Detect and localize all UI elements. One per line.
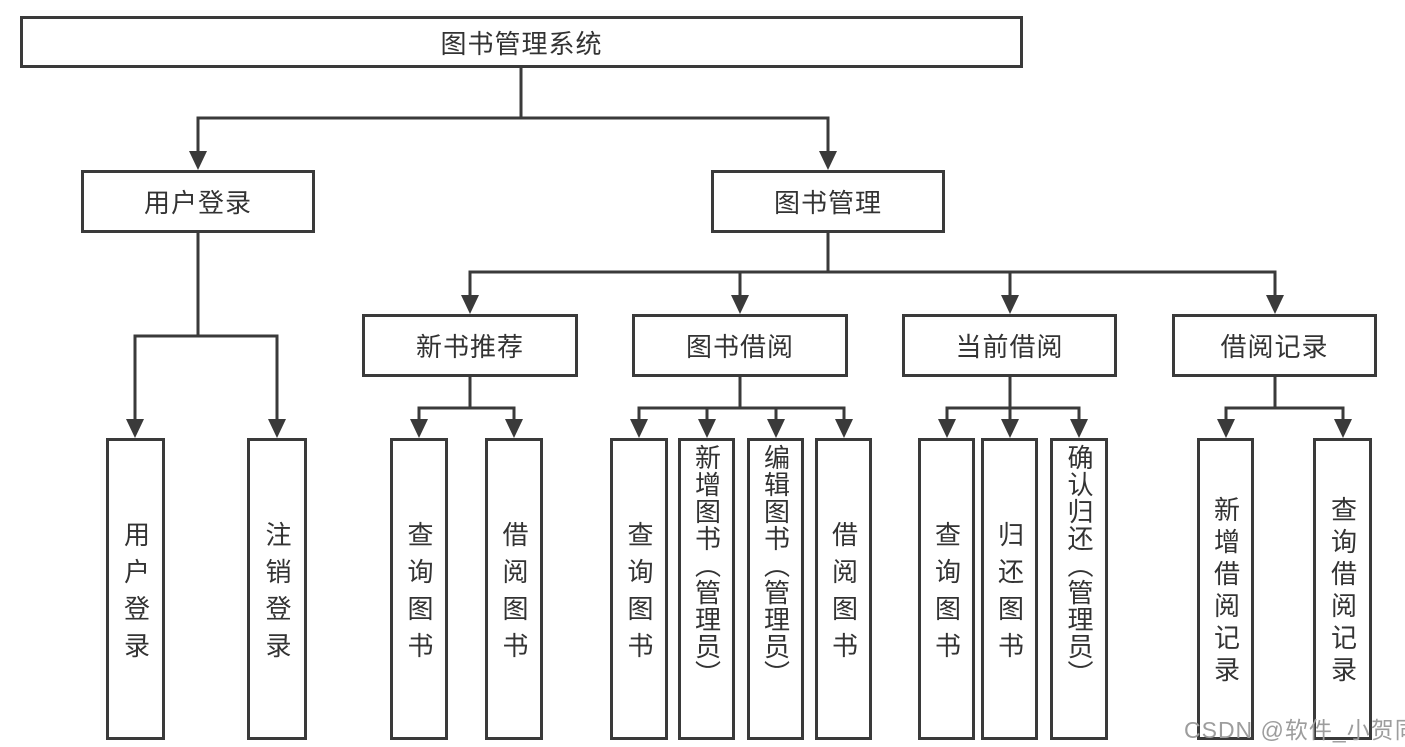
node-label: 查询图书	[404, 520, 434, 669]
node-label: 借阅记录	[1220, 332, 1329, 362]
arrowhead-icon	[1266, 295, 1284, 314]
leaf-borrow-books-2: 借阅图书	[815, 438, 872, 740]
node-label: 新书推荐	[415, 332, 524, 362]
node-user-login: 用户登录	[81, 170, 315, 233]
node-borrow-records: 借阅记录	[1172, 314, 1377, 377]
arrowhead-icon	[1334, 419, 1352, 438]
leaf-edit-book-admin: 编辑图书（管理员）	[747, 438, 804, 740]
node-root: 图书管理系统	[20, 16, 1023, 68]
arrowhead-icon	[938, 419, 956, 438]
arrowhead-icon	[410, 419, 428, 438]
node-label: 图书借阅	[685, 332, 794, 362]
node-new-book-recommend: 新书推荐	[362, 314, 578, 377]
node-label: 查询图书	[624, 520, 654, 669]
arrowhead-icon	[1001, 419, 1019, 438]
node-label: 用户登录	[120, 520, 151, 669]
node-label: 借阅图书	[828, 520, 859, 669]
node-label: 查询借阅记录	[1327, 496, 1358, 688]
watermark: CSDN @软件_小贺同学	[1184, 717, 1405, 743]
leaf-return-book: 归还图书	[981, 438, 1038, 740]
arrowhead-icon	[698, 419, 716, 438]
node-label: 注销登录	[262, 520, 292, 669]
node-label: 图书管理系统	[440, 28, 603, 59]
arrowhead-icon	[835, 419, 853, 438]
leaf-add-book-admin: 新增图书（管理员）	[678, 438, 735, 740]
node-label: 确认归还（管理员）	[1064, 444, 1094, 687]
arrowhead-icon	[268, 419, 286, 438]
node-label: 当前借阅	[955, 332, 1064, 362]
node-label: 查询图书	[931, 520, 962, 669]
leaf-query-borrow-record: 查询借阅记录	[1313, 438, 1372, 740]
node-label: 新增借阅记录	[1210, 496, 1241, 688]
arrowhead-icon	[630, 419, 648, 438]
arrowhead-icon	[1217, 419, 1235, 438]
arrowhead-icon	[189, 151, 207, 170]
leaf-query-books-3: 查询图书	[918, 438, 975, 740]
leaf-query-books-1: 查询图书	[390, 438, 448, 740]
arrowhead-icon	[1001, 295, 1019, 314]
node-label: 用户登录	[143, 188, 252, 218]
node-label: 新增图书（管理员）	[691, 444, 722, 687]
arrowhead-icon	[1070, 419, 1088, 438]
node-label: 编辑图书（管理员）	[760, 444, 791, 687]
arrowhead-icon	[126, 419, 144, 438]
arrowhead-icon	[505, 419, 523, 438]
node-label: 归还图书	[994, 520, 1025, 669]
node-book-borrow: 图书借阅	[632, 314, 848, 377]
arrowhead-icon	[461, 295, 479, 314]
leaf-user-login: 用户登录	[106, 438, 165, 740]
leaf-confirm-return-admin: 确认归还（管理员）	[1050, 438, 1108, 740]
leaf-query-books-2: 查询图书	[610, 438, 668, 740]
arrowhead-icon	[731, 295, 749, 314]
arrowhead-icon	[819, 151, 837, 170]
node-book-management: 图书管理	[711, 170, 945, 233]
leaf-add-borrow-record: 新增借阅记录	[1197, 438, 1254, 740]
leaf-borrow-books-1: 借阅图书	[485, 438, 543, 740]
node-label: 借阅图书	[499, 520, 529, 669]
node-current-borrow: 当前借阅	[902, 314, 1117, 377]
node-label: 图书管理	[773, 188, 882, 218]
arrowhead-icon	[767, 419, 785, 438]
leaf-logout: 注销登录	[247, 438, 307, 740]
